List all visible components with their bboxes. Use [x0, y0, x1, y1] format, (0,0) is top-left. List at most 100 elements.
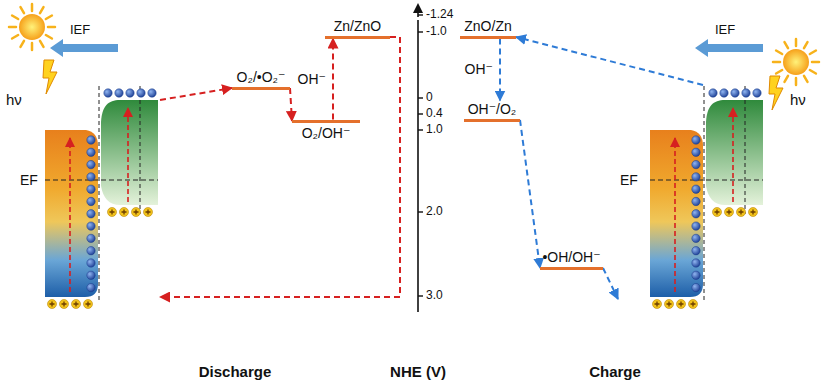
semiconductor-junction: EF [618, 85, 768, 307]
sun-ray [804, 42, 808, 48]
hole [665, 300, 674, 309]
ion-label: OH⁻ [464, 61, 494, 77]
level-label: OH⁻/O₂ [464, 101, 520, 117]
electron [126, 89, 134, 97]
electron [692, 173, 700, 181]
hole [749, 208, 758, 217]
hole-sign [146, 210, 151, 215]
electron-transfer-arrow [332, 39, 334, 120]
hole [60, 300, 69, 309]
hole-sign [679, 302, 684, 307]
sun-ray [776, 51, 782, 55]
sun-ray [795, 78, 798, 85]
hole-sign [655, 302, 660, 307]
hole [48, 300, 57, 309]
redox-level: O₂/•O₂⁻ [232, 69, 290, 90]
electron [87, 259, 95, 267]
electron [731, 89, 739, 97]
electron-transfer-arrow [290, 88, 292, 121]
electron [87, 222, 95, 230]
axis-tick-label: 1.0 [426, 123, 443, 137]
electron [692, 222, 700, 230]
electron [87, 197, 95, 205]
electron [692, 259, 700, 267]
sun-ray [31, 4, 34, 11]
electron [692, 247, 700, 255]
ief-arrow [50, 39, 118, 57]
lightning-bolt [769, 76, 783, 110]
level-label: ZnO/Zn [460, 18, 516, 34]
electron [87, 234, 95, 242]
electron [692, 148, 700, 156]
electron [87, 136, 95, 144]
hole [689, 300, 698, 309]
hole [72, 300, 81, 309]
sun-ray [31, 43, 34, 50]
axis-title: NHE (V) [390, 363, 446, 380]
sun-ray [9, 26, 16, 29]
electron [104, 89, 112, 97]
electron [87, 148, 95, 156]
fermi-level-label: EF [620, 172, 638, 188]
fermi-level-label: EF [20, 172, 38, 188]
axis-tick-label: 0.4 [426, 107, 443, 121]
redox-level: OH⁻/O₂ [464, 101, 520, 122]
electron-transfer-arrow [160, 37, 400, 297]
hole-sign [86, 302, 91, 307]
field-label: IEF [715, 23, 735, 38]
axis-tick-label: -1.0 [426, 25, 447, 39]
sun [19, 14, 45, 40]
sun-icons [9, 4, 819, 85]
level-label: O₂/OH⁻ [292, 125, 360, 141]
sun-ray [48, 26, 55, 29]
hole-sign [739, 210, 744, 215]
sun-ray [21, 7, 25, 13]
sun-ray [810, 70, 816, 74]
hole [144, 208, 153, 217]
sun-ray [12, 16, 18, 20]
sun-ray [12, 35, 18, 39]
hole [725, 208, 734, 217]
electron [87, 271, 95, 279]
electron [692, 185, 700, 193]
sun-ray [776, 70, 782, 74]
sun-ray [46, 16, 52, 20]
electron [692, 210, 700, 218]
electron [692, 234, 700, 242]
ief-arrow [695, 39, 763, 57]
sun-ray [785, 42, 789, 48]
hole-sign [122, 210, 127, 215]
hole [84, 300, 93, 309]
electron [148, 89, 156, 97]
hole [120, 208, 129, 217]
semiconductor-bands [45, 86, 158, 300]
sun-ray [773, 61, 780, 64]
hole [108, 208, 117, 217]
electron [115, 89, 123, 97]
electron [709, 89, 717, 97]
axis-tick-label: 0 [426, 91, 433, 105]
photon-label: hν [6, 91, 22, 108]
redox-level: ZnO/Zn [460, 18, 516, 39]
electron [87, 283, 95, 291]
sun-ray [785, 76, 789, 82]
sun-ray [40, 7, 44, 13]
electron [692, 271, 700, 279]
field-label: IEF [70, 23, 90, 38]
redox-level: •OH/OH⁻ [540, 249, 603, 270]
hole [713, 208, 722, 217]
electron [742, 89, 750, 97]
semiconductor-junction: EF [18, 88, 160, 300]
axis-tick-label: 3.0 [426, 289, 443, 303]
hole [653, 300, 662, 309]
hole-sign [134, 210, 139, 215]
photon-label: hν [790, 91, 806, 108]
hole-sign [691, 302, 696, 307]
sun-ray [46, 35, 52, 39]
electron [87, 173, 95, 181]
electron [137, 89, 145, 97]
hole-sign [62, 302, 67, 307]
level-label: •OH/OH⁻ [540, 249, 603, 265]
electron-transfer-arrow [603, 268, 618, 299]
